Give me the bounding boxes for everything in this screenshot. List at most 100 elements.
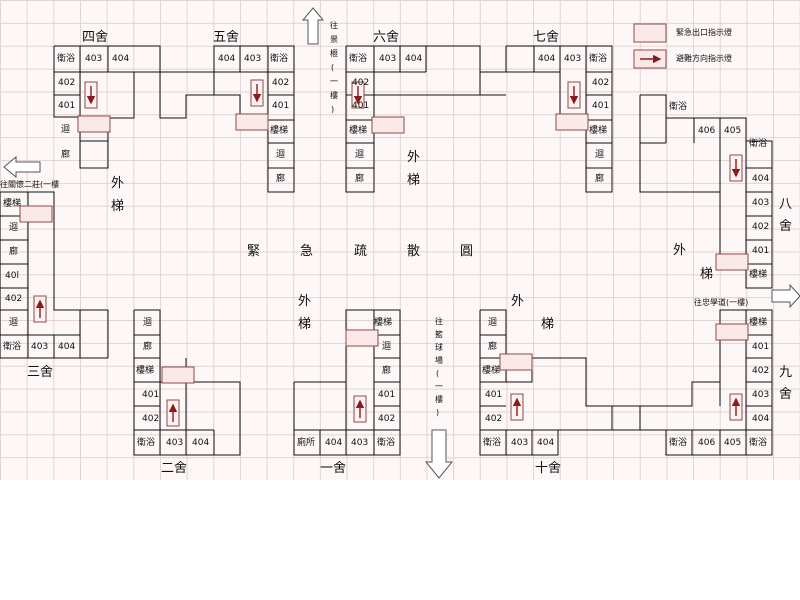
room-label: 402 (752, 222, 770, 232)
outer-stair-label: 梯 (111, 199, 125, 214)
room-label: 廊 (143, 342, 153, 352)
room-label: 迴 (355, 150, 365, 160)
outer-stair-label: 梯 (407, 173, 421, 188)
dorm-5-title: 五舍 (213, 30, 240, 45)
dir-top-c1: 往 (330, 21, 338, 30)
room-label: 404 (112, 54, 130, 64)
room-label: 404 (537, 438, 555, 448)
dorm-6-wall (345, 45, 481, 193)
room-label: 403 (31, 342, 49, 352)
dir-bot-c7: 樓 (435, 395, 443, 404)
dir-bot-c2: 籃 (435, 330, 443, 339)
room-label: 403 (244, 54, 262, 64)
dir-bot-c5: ( (436, 369, 440, 378)
room-label: 401 (352, 101, 370, 111)
room-label: 404 (752, 414, 770, 424)
room-label: 403 (511, 438, 529, 448)
room-label: 迴 (61, 125, 71, 135)
outer-stair-label: 外 (673, 243, 687, 258)
dir-top-c3: 榧 (330, 49, 338, 58)
outer-stair-label: 外 (511, 294, 525, 309)
dorm-6-title: 六舍 (373, 30, 400, 45)
room-label: 403 (379, 54, 397, 64)
room-label: 403 (351, 438, 369, 448)
dir-top-c4: ( (331, 63, 335, 72)
room-label: 401 (752, 246, 770, 256)
dir-bot-c8: ) (436, 408, 440, 417)
dir-top-c5: 一 (330, 77, 338, 86)
dorm-9-title-2: 舍 (779, 387, 793, 402)
dir-right-middle: 往忠學道(一樓) (694, 298, 749, 307)
room-label: 406 (698, 438, 716, 448)
room-label: 401 (272, 101, 290, 111)
dir-bot-c1: 往 (435, 317, 443, 326)
room-label: 404 (325, 438, 343, 448)
dir-top-c7: ) (331, 105, 335, 114)
dorm-2-title: 二舍 (161, 461, 188, 476)
room-label: 衛浴 (377, 438, 396, 448)
room-label: 樓梯 (482, 366, 501, 376)
room-label: 樓梯 (136, 366, 155, 376)
room-label: 樓梯 (270, 126, 289, 136)
room-label: 401 (592, 101, 610, 111)
room-label: 廊 (276, 174, 286, 184)
dorm-8-title-2: 舍 (779, 219, 793, 234)
dorm-5-wall (159, 45, 295, 193)
outer-stair-label: 梯 (700, 267, 714, 282)
room-label: 廊 (595, 174, 605, 184)
legend-exit-label: 緊急出口指示燈 (676, 28, 732, 37)
room-label: 401 (378, 390, 396, 400)
exit-sign-dorm4 (77, 115, 111, 133)
room-label: 廊 (382, 366, 392, 376)
room-label: 404 (218, 54, 236, 64)
dorm-9-title-1: 九 (779, 365, 793, 380)
room-label: 迴 (143, 318, 153, 328)
room-label: 樓梯 (349, 126, 368, 136)
dorm-7-title: 七舍 (533, 30, 560, 45)
room-label: 401 (752, 342, 770, 352)
room-label: 衛浴 (749, 438, 768, 448)
exit-arrow-up-icon (301, 7, 325, 45)
assembly-char-5: 圓 (460, 244, 474, 259)
room-label: 樓梯 (589, 126, 608, 136)
room-label: 迴 (276, 150, 286, 160)
outer-stair-label: 梯 (298, 317, 312, 332)
room-label: 402 (592, 78, 610, 88)
room-label: 衛浴 (3, 342, 22, 352)
legend-exit-swatch (633, 23, 667, 43)
legend-direction-label: 避難方向指示燈 (676, 54, 732, 63)
exit-sign-dorm2 (161, 366, 195, 384)
room-label: 401 (58, 101, 76, 111)
room-label: 401 (142, 390, 160, 400)
room-label: 402 (5, 294, 23, 304)
exit-sign-dorm5 (235, 113, 269, 131)
room-label: 迴 (595, 150, 605, 160)
dorm-3-title: 三舍 (27, 365, 54, 380)
dir-bot-c4: 場 (435, 356, 443, 365)
room-label: 衛浴 (483, 438, 502, 448)
dorm-8-title-1: 八 (779, 197, 793, 212)
room-label: 405 (724, 126, 742, 136)
exit-arrow-right-icon (771, 283, 800, 309)
room-label: 迴 (382, 342, 392, 352)
room-label: 402 (485, 414, 503, 424)
room-label: 402 (378, 414, 396, 424)
room-label: 404 (752, 174, 770, 184)
dir-top-c6: 樓 (330, 91, 338, 100)
room-label: 404 (58, 342, 76, 352)
room-label: 404 (538, 54, 556, 64)
room-label: 403 (85, 54, 103, 64)
room-label: 403 (752, 198, 770, 208)
room-label: 樓梯 (749, 270, 768, 280)
room-label: 廊 (9, 247, 19, 257)
room-label: 衛浴 (669, 102, 688, 112)
room-label: 迴 (9, 318, 19, 328)
room-label: 迴 (488, 318, 498, 328)
room-label: 404 (405, 54, 423, 64)
exit-sign-dorm3 (19, 205, 53, 223)
room-label: 402 (142, 414, 160, 424)
dorm-8-wall (639, 94, 773, 289)
room-label: 402 (352, 78, 370, 88)
exit-sign-dorm9 (715, 323, 749, 341)
assembly-char-2: 急 (300, 244, 314, 259)
